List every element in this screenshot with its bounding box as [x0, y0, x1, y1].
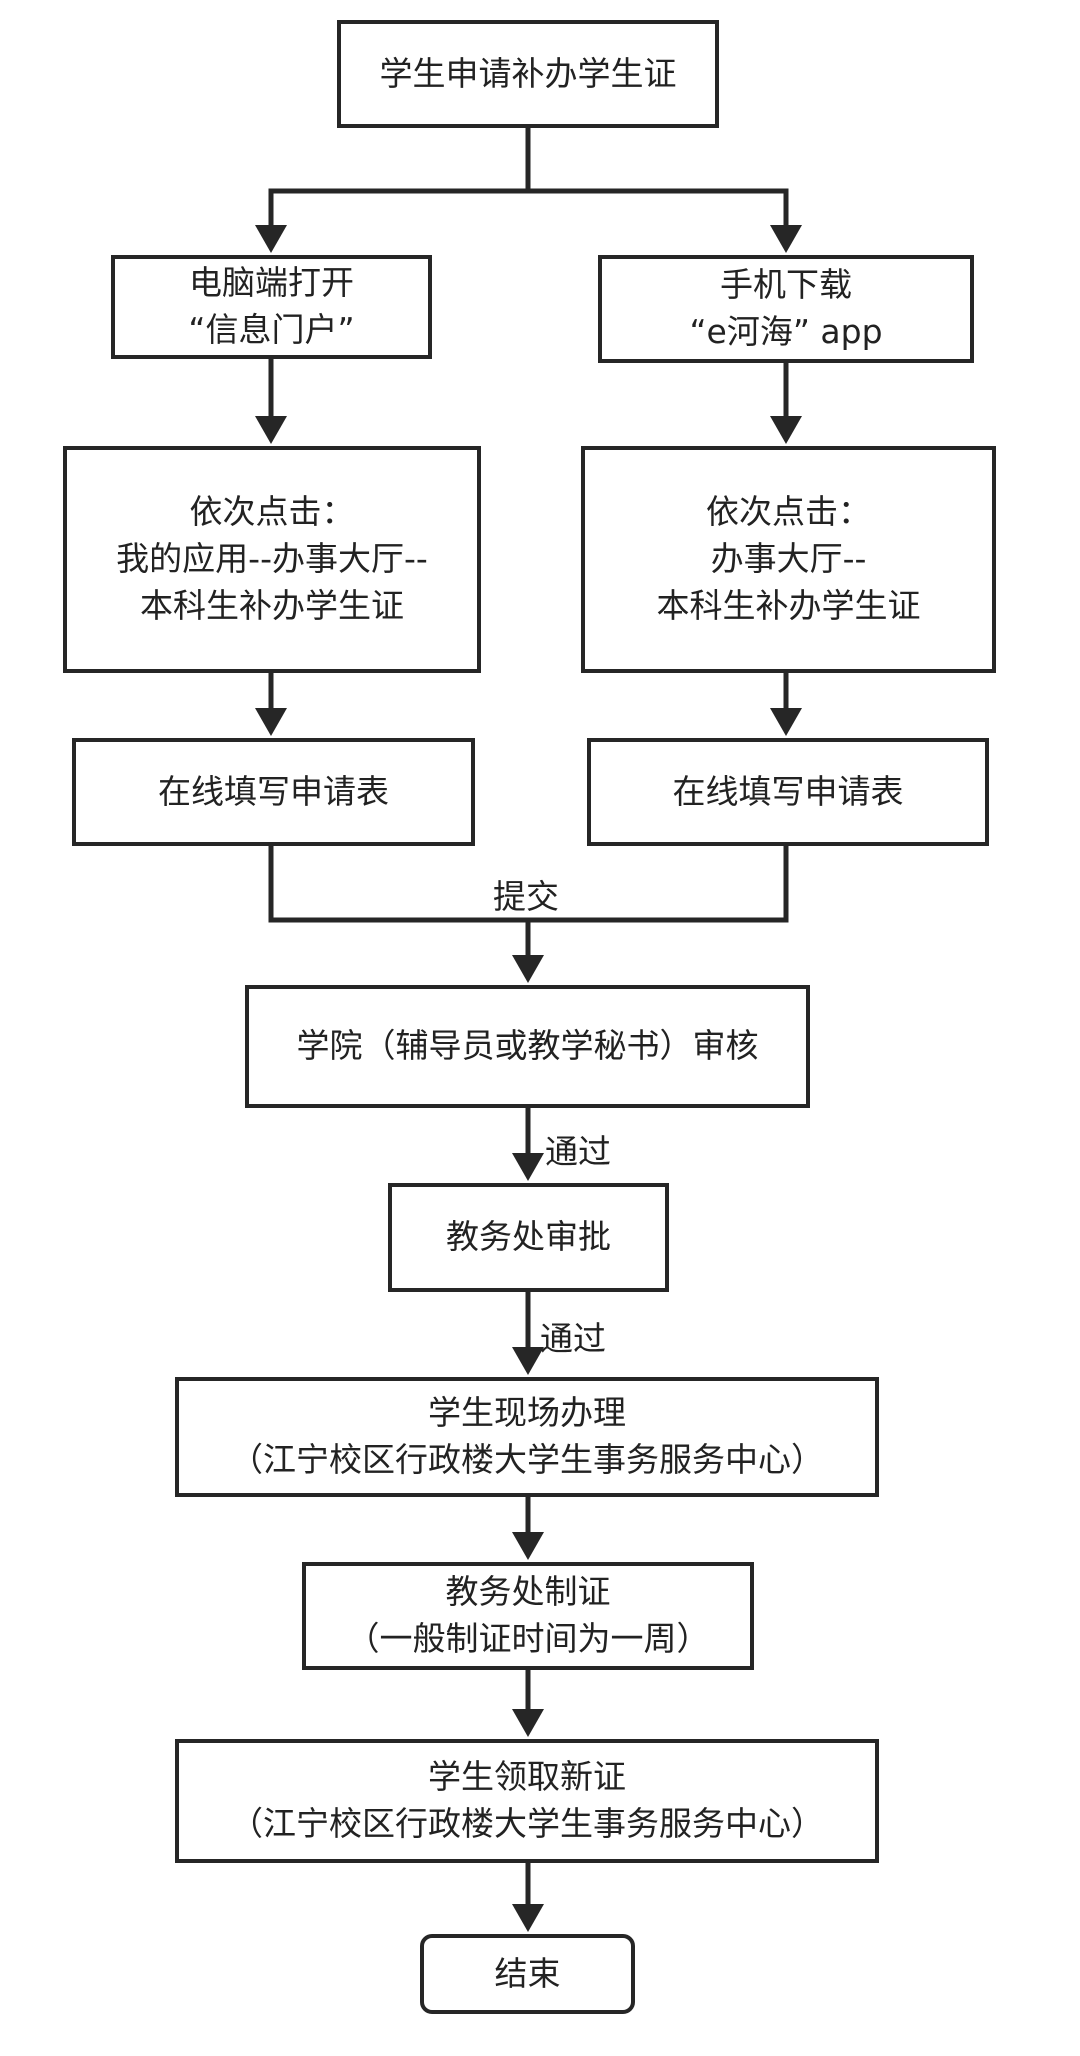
make-card-line-1: 教务处制证 — [445, 1572, 611, 1612]
arrowhead-mobile-download — [770, 225, 802, 253]
arrow-merge-to-college-review — [268, 846, 789, 955]
end-node: 结束 — [420, 1934, 635, 2014]
pc-steps-line-3: 本科生补办学生证 — [140, 585, 404, 625]
start-node: 学生申请补办学生证 — [337, 20, 719, 128]
college-review-node: 学院（辅导员或教学秘书）审核 — [245, 985, 810, 1108]
arrowhead-college-review — [512, 955, 544, 983]
mobile-steps-line-3: 本科生补办学生证 — [656, 585, 921, 625]
end-node-text: 结束 — [494, 1953, 561, 1993]
arrowhead-make-card — [512, 1532, 544, 1560]
pc-open-line-2: “信息门户” — [188, 310, 355, 349]
academic-approval-text: 教务处审批 — [446, 1217, 611, 1257]
arrowhead-approval — [512, 1153, 544, 1181]
mobile-download-line-2: “e河海” app — [689, 312, 883, 351]
collect-node: 学生领取新证 （江宁校区行政楼大学生事务服务中心） — [175, 1739, 879, 1863]
make-card-line-2: （一般制证时间为一周） — [346, 1619, 710, 1658]
edge-label-pass-1: 通过 — [545, 1132, 611, 1171]
mobile-fill-node: 在线填写申请表 — [587, 738, 989, 846]
onsite-line-2: （江宁校区行政楼大学生事务服务中心） — [230, 1440, 824, 1479]
pc-open-node: 电脑端打开 “信息门户” — [111, 255, 432, 359]
college-review-text: 学院（辅导员或教学秘书）审核 — [296, 1026, 759, 1066]
onsite-line-1: 学生现场办理 — [428, 1393, 626, 1433]
pc-steps-line-1: 依次点击： — [189, 492, 355, 532]
start-node-text: 学生申请补办学生证 — [379, 53, 677, 93]
mobile-steps-node: 依次点击： 办事大厅-- 本科生补办学生证 — [581, 446, 996, 673]
pc-fill-node: 在线填写申请表 — [72, 738, 475, 846]
academic-approval-node: 教务处审批 — [388, 1183, 669, 1292]
edge-label-pass-2: 通过 — [540, 1319, 606, 1358]
pc-steps-line-2: 我的应用--办事大厅-- — [116, 539, 428, 579]
mobile-download-node: 手机下载 “e河海” app — [598, 255, 974, 363]
collect-line-2: （江宁校区行政楼大学生事务服务中心） — [230, 1804, 824, 1843]
arrowhead-mobile-fill — [770, 708, 802, 736]
mobile-steps-line-1: 依次点击： — [706, 492, 871, 532]
arrowhead-collect — [512, 1709, 544, 1737]
make-card-node: 教务处制证 （一般制证时间为一周） — [302, 1562, 754, 1670]
onsite-node: 学生现场办理 （江宁校区行政楼大学生事务服务中心） — [175, 1377, 879, 1497]
pc-steps-node: 依次点击： 我的应用--办事大厅-- 本科生补办学生证 — [63, 446, 481, 673]
arrowhead-pc-steps — [255, 416, 287, 444]
pc-open-line-1: 电脑端打开 — [189, 263, 354, 303]
arrowhead-mobile-steps — [770, 416, 802, 444]
edge-label-submit: 提交 — [493, 877, 559, 916]
mobile-fill-text: 在线填写申请表 — [672, 771, 904, 811]
arrowhead-onsite — [512, 1347, 544, 1375]
arrow-start-split — [268, 128, 789, 225]
collect-line-1: 学生领取新证 — [428, 1757, 626, 1797]
mobile-steps-line-2: 办事大厅-- — [710, 539, 867, 579]
arrowhead-pc-open — [255, 225, 287, 253]
arrowhead-end — [512, 1904, 544, 1932]
arrowhead-pc-fill — [255, 708, 287, 736]
mobile-download-line-1: 手机下载 — [720, 265, 852, 305]
pc-fill-text: 在线填写申请表 — [158, 771, 389, 811]
